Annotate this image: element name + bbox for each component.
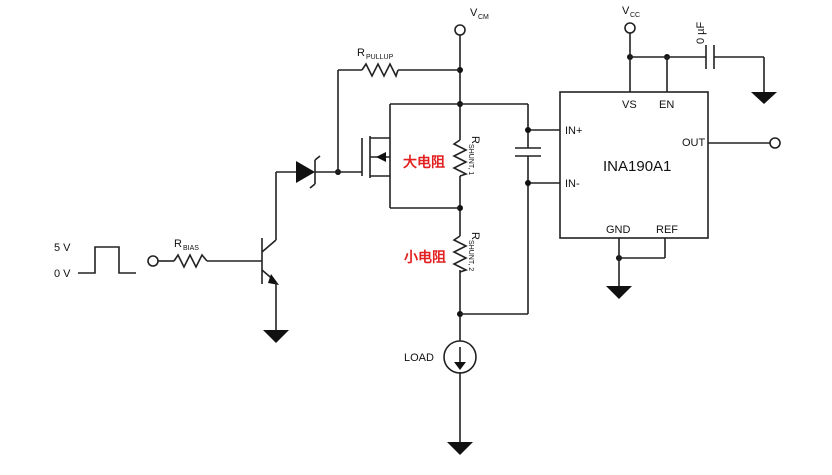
pin-gnd: GND xyxy=(606,224,631,236)
vcc-label: V xyxy=(622,5,630,17)
vcm-terminal: V CM xyxy=(454,7,489,36)
pin-ref: REF xyxy=(656,224,678,236)
load-current-source: LOAD xyxy=(404,340,477,455)
ground-symbol-cap xyxy=(751,92,777,104)
rshunt1-subscript: SHUNT, 1 xyxy=(467,144,474,175)
rpullup-resistor: R PULLUP xyxy=(337,47,460,172)
rshunt2-resistor: R SHUNT, 2 小电阻 xyxy=(404,232,481,273)
voltage-low-label: 0 V xyxy=(54,268,71,280)
npn-transistor xyxy=(261,172,289,343)
vcc-terminal: V CC xyxy=(622,5,706,92)
rshunt1-label: R xyxy=(469,136,481,144)
zener-diode xyxy=(276,155,338,189)
ic-ground-wiring xyxy=(606,238,666,299)
pin-vs: VS xyxy=(622,99,637,111)
cap-value-label: 0 µF xyxy=(695,21,707,44)
bypass-capacitor: 0 µF xyxy=(695,21,765,92)
small-resistor-label: 小电阻 xyxy=(404,249,446,266)
rpullup-label: R xyxy=(357,47,365,59)
vcc-subscript: CC xyxy=(630,12,640,19)
pin-out: OUT xyxy=(682,137,706,149)
ground-symbol-load xyxy=(447,442,473,455)
voltage-high-label: 5 V xyxy=(54,242,71,254)
rbias-subscript: BIAS xyxy=(183,245,199,252)
ina190-chip: INA190A1 VS EN IN+ IN- OUT GND REF xyxy=(559,91,709,239)
out-terminal xyxy=(708,137,781,149)
big-resistor-label: 大电阻 xyxy=(403,154,445,171)
pulse-waveform: 5 V 0 V xyxy=(54,242,136,280)
chip-name: INA190A1 xyxy=(603,158,671,175)
ground-symbol-ic xyxy=(606,286,632,299)
ground-symbol-transistor xyxy=(263,330,289,343)
rshunt1-resistor: R SHUNT, 1 大电阻 xyxy=(403,136,481,177)
rbias-label: R xyxy=(174,238,182,250)
rpullup-subscript: PULLUP xyxy=(366,54,394,61)
pin-in-minus: IN- xyxy=(565,178,580,190)
rshunt2-subscript: SHUNT, 2 xyxy=(467,240,474,271)
vcm-label: V xyxy=(470,7,478,19)
mosfet xyxy=(338,103,460,209)
load-label: LOAD xyxy=(404,352,434,364)
sense-lines xyxy=(460,103,560,315)
rbias-resistor: R BIAS xyxy=(147,238,262,269)
rshunt2-label: R xyxy=(469,232,481,240)
pin-en: EN xyxy=(659,99,674,111)
pin-in-plus: IN+ xyxy=(565,125,582,137)
vcm-subscript: CM xyxy=(478,14,489,21)
